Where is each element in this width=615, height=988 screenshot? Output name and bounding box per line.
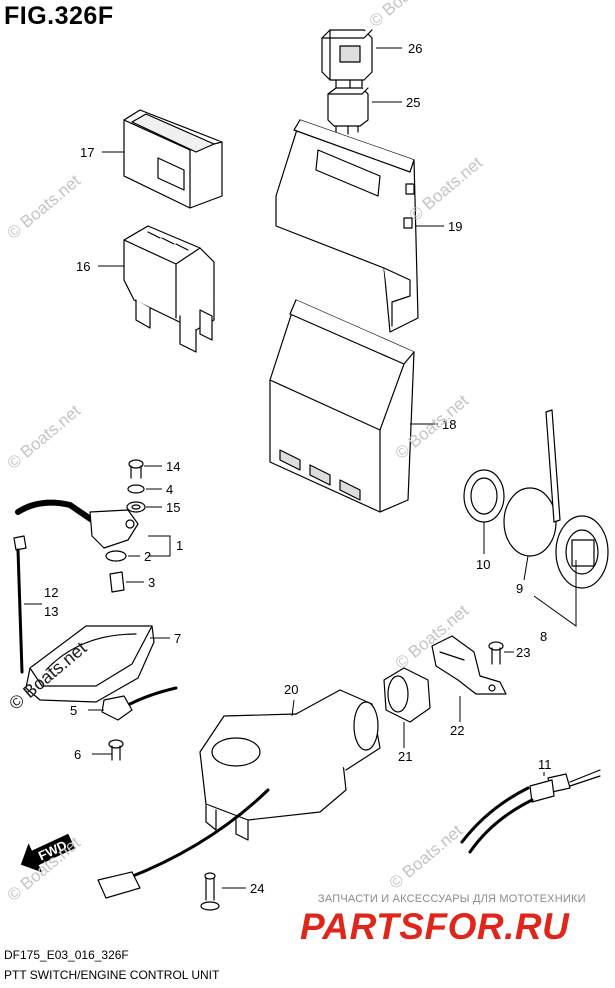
part-22-bracket [431,635,507,695]
part-19-bracket [275,119,419,333]
label-9: 9 [516,581,523,596]
part-10-boot [463,469,505,523]
label-5: 5 [70,703,77,718]
part-18-ecu [269,299,415,513]
label-8: 8 [540,629,547,644]
part-3-clip [109,571,125,593]
label-4: 4 [166,482,173,497]
part-7-cover [25,625,155,703]
part-6-bolt [108,739,124,761]
fig-title: FIG.326F [4,2,114,30]
part-20-ptt-motor [97,689,381,899]
shop-caption: ЗАПЧАСТИ И АКСЕССУАРЫ ДЛЯ МОТОТЕХНИКИ [318,893,586,905]
part-16-fuse-box [123,225,215,353]
label-20: 20 [284,682,298,697]
label-12: 12 [44,585,58,600]
part-1-trim-sensor [15,499,139,549]
part-9-o-ring [503,487,557,557]
part-26-relay [321,29,373,93]
model-code: DF175_E03_016_326F [4,948,129,962]
part-14-bolt [128,459,144,479]
label-25: 25 [406,95,420,110]
part-4-washer [127,484,145,494]
part-labels: 26 25 17 19 16 18 14 4 15 1 2 3 12 13 7 … [44,41,552,896]
label-21: 21 [398,749,412,764]
label-18: 18 [442,417,456,432]
label-24: 24 [250,881,264,896]
label-26: 26 [408,41,422,56]
label-19: 19 [448,219,462,234]
label-2: 2 [144,549,151,564]
label-14: 14 [166,459,180,474]
shop-logo[interactable]: PARTSFOR.RU [300,906,570,947]
label-6: 6 [74,747,81,762]
label-1: 1 [176,538,183,553]
part-2-o-ring [105,550,127,562]
label-13: 13 [44,604,58,619]
label-3: 3 [148,575,155,590]
label-16: 16 [76,259,90,274]
label-17: 17 [80,145,94,160]
part-24-bolt [200,872,220,911]
part-11-switch-harness [460,769,601,854]
label-7: 7 [174,631,181,646]
part-8-switch [545,409,609,589]
part-15-grommet [126,501,146,513]
part-25-relay [327,87,369,135]
label-11: 11 [538,757,552,772]
part-23-bolt [488,641,504,665]
figure-caption: PTT SWITCH/ENGINE CONTROL UNIT [4,968,220,982]
label-22: 22 [450,723,464,738]
label-15: 15 [166,500,180,515]
label-23: 23 [516,645,530,660]
part-21-sleeve [383,667,431,723]
label-10: 10 [476,557,490,572]
part-17-cover [123,109,223,209]
part-12-cable-tie [13,535,27,674]
